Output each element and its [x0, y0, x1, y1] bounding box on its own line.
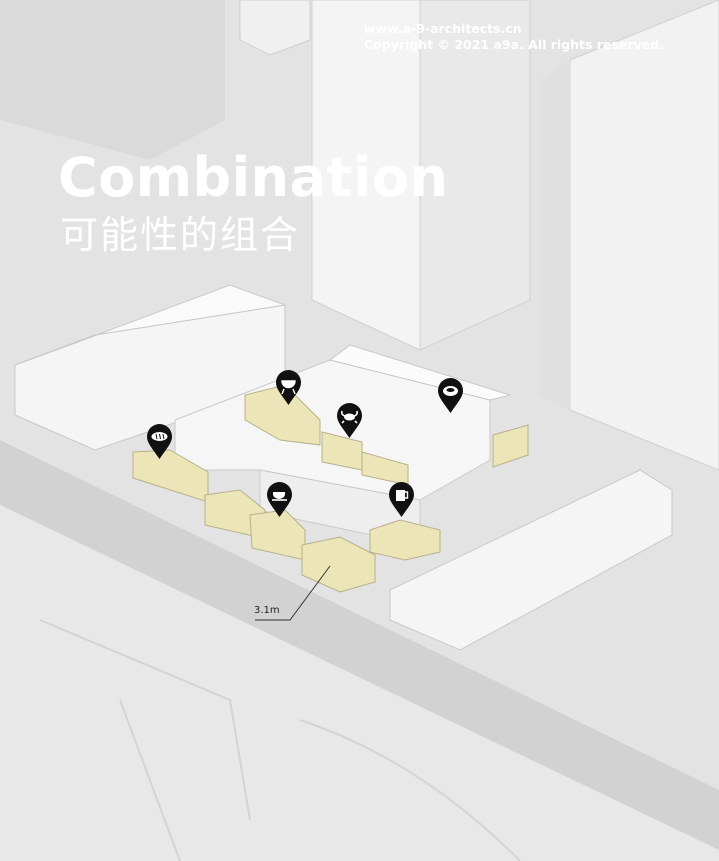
central-complex-roof [328, 344, 512, 401]
kiosks [132, 384, 529, 593]
watermark-copyright: Copyright © 2021 a9a. All rights reserve… [364, 37, 664, 52]
pin-beer [389, 482, 414, 518]
watermark: www.a-9-architects.cn Copyright © 2021 a… [364, 21, 664, 53]
beer-icon [389, 482, 414, 517]
plaza [0, 505, 719, 861]
pin-grill [276, 370, 301, 406]
crab-icon [337, 403, 362, 438]
pin-crab [337, 403, 362, 439]
pin-coffee [267, 482, 292, 518]
watermark-url: www.a-9-architects.cn [364, 21, 522, 36]
title-chinese: 可能性的组合 [60, 213, 301, 257]
road [0, 440, 719, 850]
pin-dish [438, 378, 463, 414]
tower-center-side [419, 0, 531, 351]
kiosk-9 [369, 519, 441, 561]
kiosk-8 [301, 536, 376, 593]
title-english: Combination [58, 146, 449, 209]
bread-icon [147, 424, 172, 459]
building-top-left [0, 0, 225, 160]
building-long-right [389, 469, 673, 651]
kiosk-4 [492, 424, 529, 468]
grill-icon [276, 370, 301, 405]
tower-right-edge [540, 60, 570, 410]
building-long-left-roof [14, 284, 287, 366]
dimension-leader [255, 565, 331, 621]
park-paths [39, 619, 521, 861]
coffee-icon [267, 482, 292, 517]
building-top-small [239, 0, 311, 56]
pin-bread [147, 424, 172, 460]
dimension-label: 3.1m [254, 605, 280, 616]
tower-right [569, 0, 719, 471]
dish-icon [438, 378, 463, 413]
